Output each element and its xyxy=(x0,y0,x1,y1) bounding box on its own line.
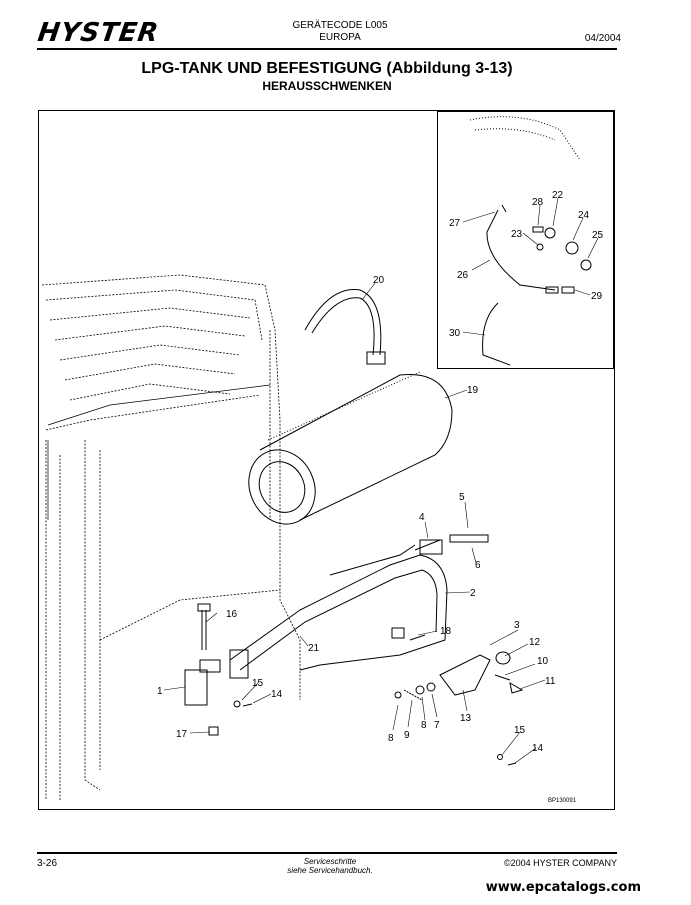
callout-27: 27 xyxy=(449,218,461,229)
figure-frame xyxy=(38,110,615,810)
callout-19: 19 xyxy=(467,385,479,396)
callout-7: 7 xyxy=(434,720,440,731)
truck-hood-outline xyxy=(47,384,271,520)
footer-note-line-2: siehe Servicehandbuch. xyxy=(287,866,373,875)
callout-25: 25 xyxy=(592,230,604,241)
callout-14a: 14 xyxy=(271,689,283,700)
callout-8a: 8 xyxy=(388,733,394,744)
code-line-1: GERÄTECODE L005 xyxy=(292,20,388,31)
callout-17: 17 xyxy=(176,729,188,740)
tank-strap xyxy=(304,289,386,365)
watermark: www.epcatalogs.com xyxy=(485,880,641,895)
page-title: LPG-TANK UND BEFESTIGUNG (Abbildung 3-13… xyxy=(141,60,513,77)
callout-26: 26 xyxy=(457,270,469,281)
callout-22: 22 xyxy=(552,190,564,201)
callout-6: 6 xyxy=(475,560,481,571)
header-date: 04/2004 xyxy=(584,33,621,44)
page-number: 3-26 xyxy=(37,858,58,869)
copyright: ©2004 HYSTER COMPANY xyxy=(504,858,617,868)
callout-14b: 14 xyxy=(532,743,544,754)
callout-20: 20 xyxy=(373,275,385,286)
lpg-tank xyxy=(248,371,453,525)
callout-12: 12 xyxy=(529,637,541,648)
callout-28: 28 xyxy=(532,197,544,208)
code-line-2: EUROPA xyxy=(319,32,361,43)
callout-2: 2 xyxy=(470,588,476,599)
callout-5: 5 xyxy=(459,492,465,503)
callout-1: 1 xyxy=(157,686,163,697)
truck-overhead-guard xyxy=(41,274,301,800)
callout-23: 23 xyxy=(511,229,523,240)
inset-lines-drawing xyxy=(469,116,592,366)
callout-11: 11 xyxy=(545,676,556,687)
leader-lines xyxy=(163,197,599,764)
part-callout-numbers: 1 2 3 4 5 6 7 8 8 9 10 11 12 13 14 14 15… xyxy=(157,190,604,754)
page-subtitle: HERAUSSCHWENKEN xyxy=(262,79,392,93)
callout-10: 10 xyxy=(537,656,549,667)
callout-13: 13 xyxy=(460,713,472,724)
callout-3: 3 xyxy=(514,620,520,631)
tank-bracket-frame xyxy=(229,544,448,679)
callout-29: 29 xyxy=(591,291,603,302)
hardware-parts xyxy=(184,534,524,766)
callout-16: 16 xyxy=(226,609,238,620)
callout-9: 9 xyxy=(404,730,410,741)
callout-15a: 15 xyxy=(252,678,264,689)
callout-30: 30 xyxy=(449,328,461,339)
callout-21: 21 xyxy=(308,643,320,654)
callout-8b: 8 xyxy=(421,720,427,731)
callout-15b: 15 xyxy=(514,725,526,736)
detail-inset-frame xyxy=(437,111,614,369)
footer-note-line-1: Serviceschritte xyxy=(303,857,357,866)
footer-divider xyxy=(37,852,617,854)
callout-24: 24 xyxy=(578,210,590,221)
callout-4: 4 xyxy=(419,512,425,523)
machine-code: GERÄTECODE L005 EUROPA xyxy=(260,20,420,44)
callout-18: 18 xyxy=(440,626,452,637)
figure-reference: BP130091 xyxy=(548,798,577,804)
header-divider xyxy=(37,48,617,50)
footer-note: Serviceschritte siehe Servicehandbuch. xyxy=(230,857,430,875)
